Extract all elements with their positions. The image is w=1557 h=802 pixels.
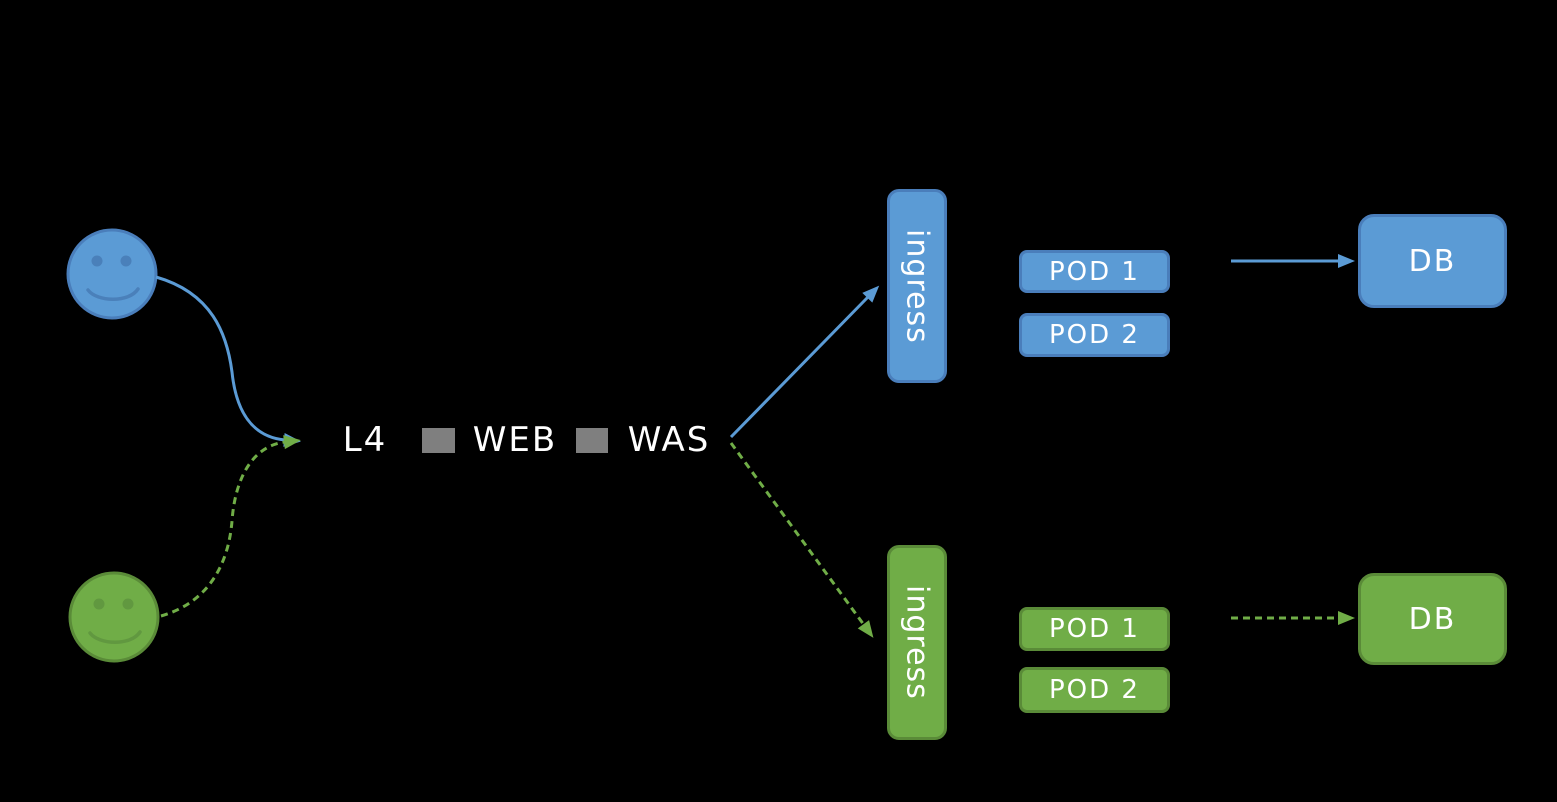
green-pod1-box: POD 1	[1019, 607, 1170, 651]
blue-user-to-l4-arrow	[155, 275, 301, 447]
green-pod2-box: POD 2	[1019, 667, 1170, 713]
blue-ingress-box: ingress	[887, 189, 947, 383]
blue-user-smiley-icon	[66, 228, 158, 320]
connector-square-2	[576, 428, 608, 453]
green-user-to-l4-arrow	[160, 435, 301, 618]
green-ingress-box: ingress	[887, 545, 947, 740]
was-label: WAS	[627, 420, 711, 460]
blue-db-box: DB	[1358, 214, 1507, 308]
was-to-blue-ingress-arrow	[729, 285, 880, 439]
web-label: WEB	[472, 420, 558, 460]
green-user-smiley-icon	[68, 571, 160, 663]
blue-pod2-box: POD 2	[1019, 313, 1170, 357]
was-to-green-ingress-arrow	[729, 442, 874, 638]
blue-pod1-box: POD 1	[1019, 250, 1170, 293]
connector-square-1	[422, 428, 455, 453]
l4-label: L4	[342, 420, 388, 460]
green-db-box: DB	[1358, 573, 1507, 665]
